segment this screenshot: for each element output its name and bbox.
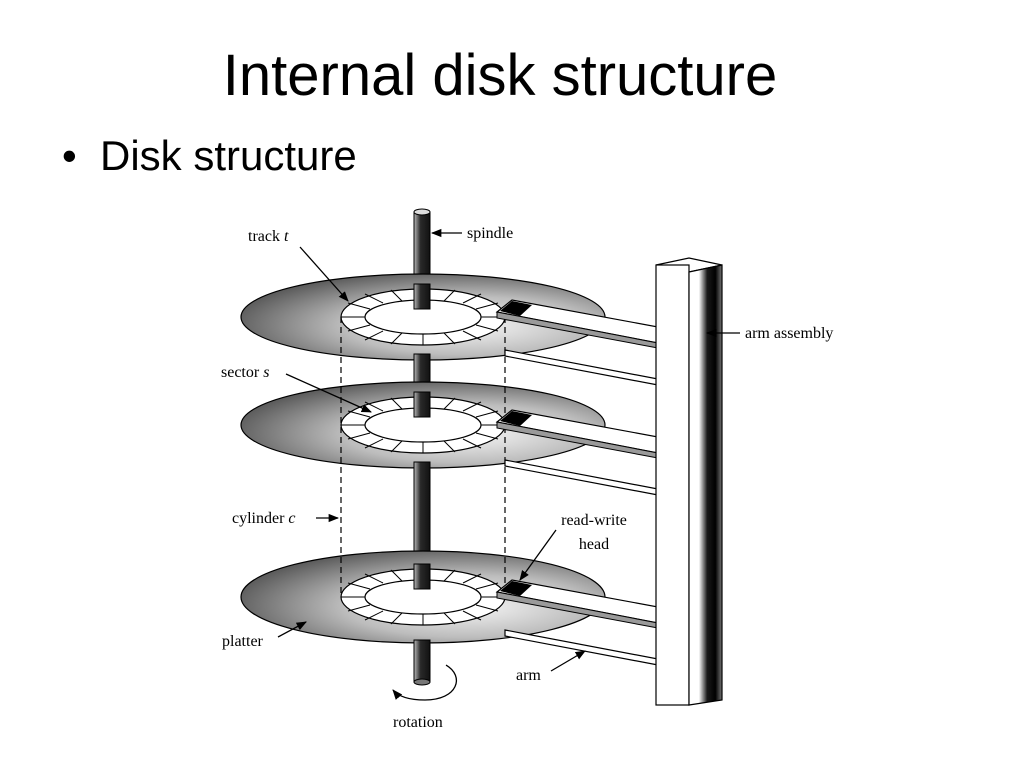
rotation-label: rotation — [393, 714, 443, 731]
spindle — [413, 391, 431, 418]
platter-arrow — [277, 621, 307, 638]
arm-arrow — [550, 650, 586, 672]
cylinder-outline — [340, 317, 506, 597]
cylinder-label: cylinder c — [232, 510, 296, 527]
spindle-label: spindle — [467, 225, 513, 242]
spindle — [413, 639, 431, 683]
arm-assembly-label: arm assembly — [745, 325, 833, 342]
arm-assembly-column — [655, 257, 723, 706]
sector-label: sector s — [221, 364, 269, 381]
read-write-head — [500, 301, 532, 316]
sector-arrow — [285, 373, 372, 413]
read-write-head-arrow — [519, 529, 557, 581]
track-label: track t — [248, 228, 289, 245]
spindle-bottom-cap — [413, 678, 431, 686]
arm-1 — [495, 299, 659, 386]
arm-2 — [495, 409, 659, 496]
read-write-head — [500, 411, 532, 426]
read-write-label-line2: head — [579, 536, 609, 553]
platter-3 — [240, 550, 606, 644]
slide-title: Internal disk structure — [222, 43, 778, 108]
bullet-text: Disk structure — [100, 132, 357, 179]
rotation-arrow — [392, 664, 457, 701]
spindle-top-cap — [413, 208, 431, 216]
bullet-item: • Disk structure — [62, 128, 357, 184]
track-sectors-1 — [341, 289, 505, 345]
spindle — [413, 563, 431, 590]
platter-1 — [240, 273, 606, 361]
platter-label: platter — [222, 633, 264, 650]
read-write-head — [500, 581, 532, 596]
platter-2 — [240, 381, 606, 469]
track-arrow — [299, 246, 349, 302]
read-write-label-line1: read-write — [561, 512, 627, 529]
arm-label: arm — [516, 667, 541, 684]
bullet-marker: • — [62, 132, 77, 179]
spindle — [413, 283, 431, 310]
arm-3 — [495, 579, 659, 666]
